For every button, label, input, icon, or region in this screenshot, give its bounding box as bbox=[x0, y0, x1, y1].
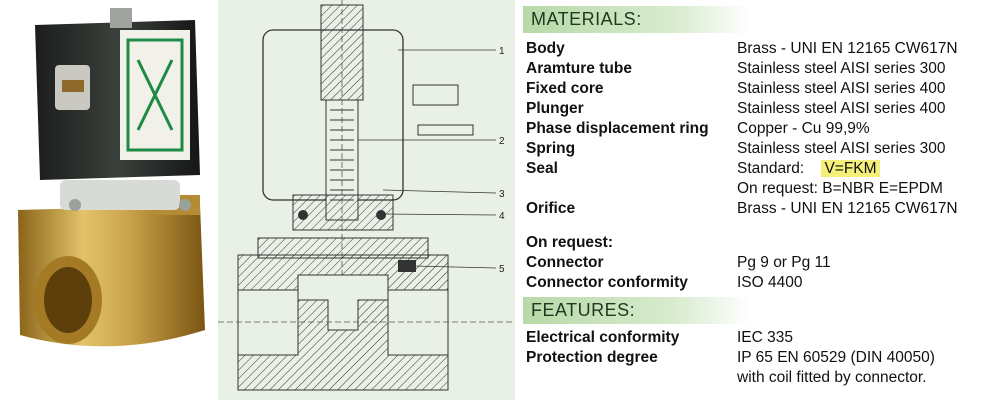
row-label-connector: Connector bbox=[526, 254, 604, 271]
row-value-body: Brass - UNI EN 12165 CW617N bbox=[737, 40, 958, 57]
row-value-connector-conformity: ISO 4400 bbox=[737, 274, 803, 291]
row-value-seal: Standard: V=FKM bbox=[737, 160, 880, 178]
materials-heading-band: MATERIALS: bbox=[523, 6, 751, 33]
callout-2: 2 bbox=[499, 136, 505, 147]
specifications-panel: MATERIALS: Body Brass - UNI EN 12165 CW6… bbox=[515, 0, 1000, 400]
row-value-spring: Stainless steel AISI series 300 bbox=[737, 140, 946, 157]
callout-3: 3 bbox=[499, 189, 505, 200]
row-label-spring: Spring bbox=[526, 140, 576, 157]
materials-heading: MATERIALS: bbox=[531, 9, 642, 29]
row-value-plunger: Stainless steel AISI series 400 bbox=[737, 100, 946, 117]
row-label-connector-conformity: Connector conformity bbox=[526, 274, 688, 291]
row-label-plunger: Plunger bbox=[526, 100, 584, 117]
on-request-heading: On request: bbox=[526, 234, 613, 251]
row-label-phase-ring: Phase displacement ring bbox=[526, 120, 709, 137]
row-value-fixed-core: Stainless steel AISI series 400 bbox=[737, 80, 946, 97]
callout-1: 1 bbox=[499, 46, 505, 57]
row-value-armature-tube: Stainless steel AISI series 300 bbox=[737, 60, 946, 77]
seal-standard-prefix: Standard: bbox=[737, 160, 805, 177]
product-photo bbox=[0, 0, 218, 400]
row-label-electrical-conformity: Electrical conformity bbox=[526, 329, 680, 346]
row-label-orifice: Orifice bbox=[526, 200, 576, 217]
row-value-protection-degree-note: with coil fitted by connector. bbox=[737, 369, 927, 386]
seal-standard-value: V=FKM bbox=[821, 160, 880, 177]
row-value-phase-ring: Copper - Cu 99,9% bbox=[737, 120, 870, 137]
row-value-protection-degree: IP 65 EN 60529 (DIN 40050) bbox=[737, 349, 935, 366]
row-value-electrical-conformity: IEC 335 bbox=[737, 329, 794, 346]
row-label-armature-tube: Aramture tube bbox=[526, 60, 632, 77]
valve-section-diagram: 1 2 3 4 5 bbox=[218, 0, 515, 391]
row-value-orifice: Brass - UNI EN 12165 CW617N bbox=[737, 200, 958, 217]
solenoid-valve-image bbox=[18, 8, 205, 347]
features-heading-band: FEATURES: bbox=[523, 297, 751, 324]
callout-4: 4 bbox=[499, 211, 505, 222]
features-heading: FEATURES: bbox=[531, 300, 636, 320]
seal-on-request: On request: B=NBR E=EPDM bbox=[737, 180, 943, 197]
row-label-protection-degree: Protection degree bbox=[526, 349, 658, 366]
callout-5: 5 bbox=[499, 264, 505, 275]
row-label-seal: Seal bbox=[526, 160, 558, 177]
cross-section-drawing: 1 2 3 4 5 bbox=[218, 0, 515, 400]
row-value-connector: Pg 9 or Pg 11 bbox=[737, 254, 831, 271]
row-label-body: Body bbox=[526, 40, 565, 57]
row-label-fixed-core: Fixed core bbox=[526, 80, 604, 97]
